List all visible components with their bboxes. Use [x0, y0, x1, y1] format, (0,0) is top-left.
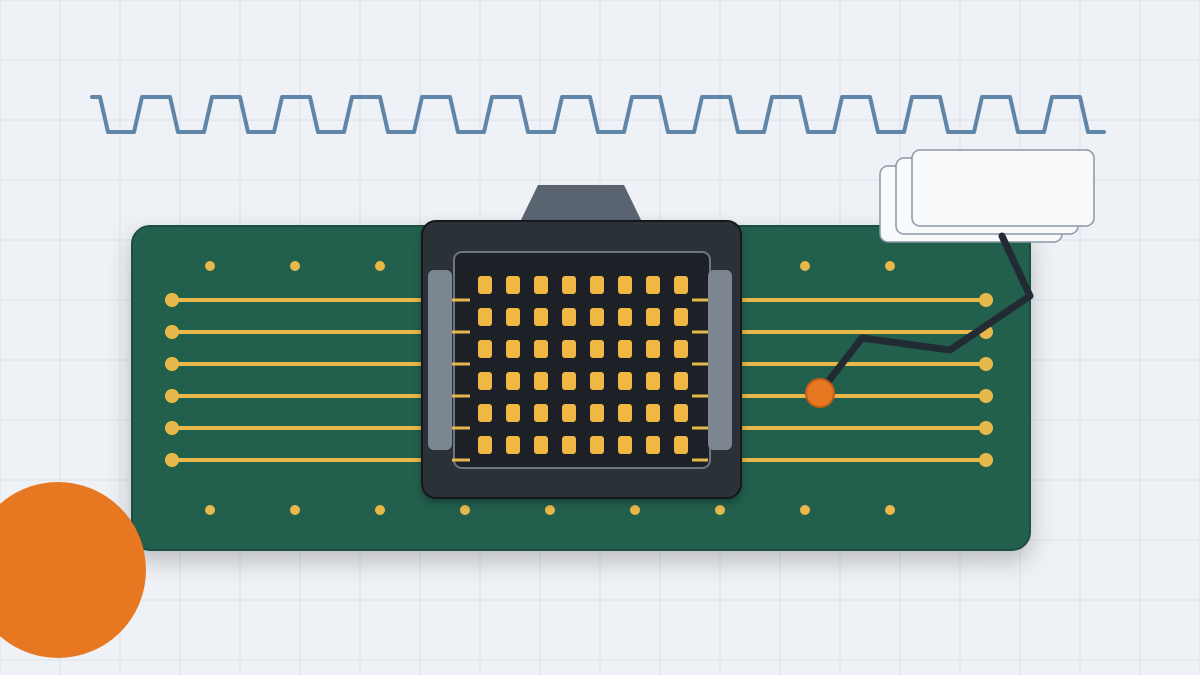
chip-contact [618, 404, 632, 422]
trace-pad-right [979, 357, 993, 371]
chip-contact [534, 404, 548, 422]
chip-contact [590, 372, 604, 390]
chip-contact [534, 308, 548, 326]
chip-pins [452, 298, 708, 462]
chip-contact [562, 308, 576, 326]
via-bottom [545, 505, 555, 515]
square-waveform [90, 95, 1106, 134]
chip-contact [674, 276, 688, 294]
chip-contact [674, 308, 688, 326]
via-bottom [800, 505, 810, 515]
probe-wire [816, 232, 1034, 396]
chip-contact [478, 404, 492, 422]
via-bottom [290, 505, 300, 515]
stacked-cards [879, 149, 1095, 243]
trace-pad-right [979, 453, 993, 467]
via-bottom [885, 505, 895, 515]
chip-contact [562, 436, 576, 454]
chip-contact [646, 340, 660, 358]
via-top [885, 261, 895, 271]
chip-contact-grid [478, 276, 688, 454]
chip-contact [618, 340, 632, 358]
chip-contact [590, 340, 604, 358]
trace-pad-right [979, 421, 993, 435]
chip-contact [506, 308, 520, 326]
chip-contact [506, 372, 520, 390]
chip-contact [534, 276, 548, 294]
chip-contact [590, 436, 604, 454]
chip-contact [562, 372, 576, 390]
chip-contact [646, 404, 660, 422]
chip-contact [590, 276, 604, 294]
chip-contact [674, 372, 688, 390]
trace-pad-left [165, 389, 179, 403]
chip-contact [674, 436, 688, 454]
trace-pad-left [165, 357, 179, 371]
pcb-traces [165, 293, 993, 467]
chip-contact [590, 404, 604, 422]
chip-contact [534, 372, 548, 390]
via-bottom [205, 505, 215, 515]
via-bottom [715, 505, 725, 515]
chip-contact [618, 436, 632, 454]
chip-contact [618, 276, 632, 294]
orange-accent-circle [0, 482, 146, 658]
chip-contact [534, 340, 548, 358]
via-bottom [460, 505, 470, 515]
chip-contact [506, 404, 520, 422]
chip-contact [478, 372, 492, 390]
chip-contact [646, 436, 660, 454]
chip-die [453, 251, 711, 469]
chip-contact [618, 372, 632, 390]
chip-contact [506, 276, 520, 294]
stacked-card [911, 149, 1095, 227]
trace-pad-right [979, 293, 993, 307]
chip-contact [478, 308, 492, 326]
chip-contact [618, 308, 632, 326]
chip-contact [646, 276, 660, 294]
chip-side-rail-right [708, 270, 732, 450]
chip-contact [646, 308, 660, 326]
chip-contact [506, 436, 520, 454]
chip-contact [478, 276, 492, 294]
chip-contact [562, 340, 576, 358]
chip-contact [674, 404, 688, 422]
trace-pad-left [165, 453, 179, 467]
trace-pad-left [165, 325, 179, 339]
chip-contact [534, 436, 548, 454]
chip-contact [646, 372, 660, 390]
trace-pad-left [165, 293, 179, 307]
chip-contact [562, 276, 576, 294]
chip-contact [478, 340, 492, 358]
chip-heat-tab [520, 185, 642, 222]
chip-contact [590, 308, 604, 326]
via-top [205, 261, 215, 271]
trace-pad-left [165, 421, 179, 435]
chip-side-rail-left [428, 270, 452, 450]
chip-contact [562, 404, 576, 422]
via-top [800, 261, 810, 271]
via-bottom [630, 505, 640, 515]
probe-tip [805, 378, 835, 408]
via-top [375, 261, 385, 271]
chip-contact [478, 436, 492, 454]
via-top [290, 261, 300, 271]
via-bottom [375, 505, 385, 515]
chip-contact [674, 340, 688, 358]
trace-pad-right [979, 389, 993, 403]
chip-contact [506, 340, 520, 358]
